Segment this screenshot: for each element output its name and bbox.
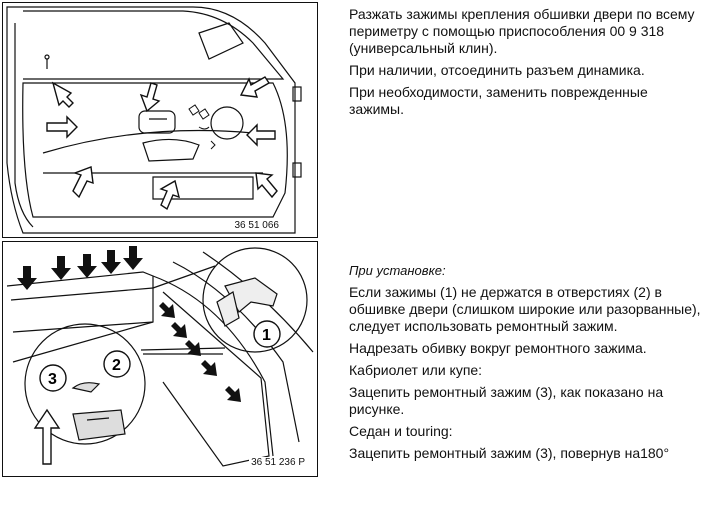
removal-instructions: Разжать зажимы крепления обшивки двери п… (349, 6, 701, 123)
release-arrow (139, 82, 161, 113)
instruction-step: Разжать зажимы крепления обшивки двери п… (349, 6, 695, 56)
instruction-step: Если зажимы (1) не держатся в отверстиях… (349, 284, 701, 334)
press-arrow (159, 302, 175, 318)
press-arrow (123, 246, 143, 270)
figure-code: 36 51 066 (232, 220, 281, 231)
door-trim-drawing (6, 6, 302, 234)
push-arrow (33, 408, 61, 465)
callout-3-label: 3 (48, 371, 57, 388)
instruction-step: При наличии, отсоединить разъем динамика… (349, 62, 645, 78)
clip-install-figure: 1 2 3 36 51 236 P (2, 241, 318, 477)
callout-2-circle (103, 350, 131, 378)
release-arrow (246, 123, 276, 147)
callout-3-circle (39, 364, 67, 392)
release-arrow (159, 179, 180, 211)
instruction-step: Седан и touring: (349, 423, 453, 439)
callout-1-circle (253, 320, 281, 348)
release-arrow (255, 172, 278, 199)
instruction-step: Кабриолет или купе: (349, 362, 483, 378)
callout-1-label: 1 (262, 327, 271, 344)
press-arrow (225, 386, 241, 402)
figure-code: 36 51 236 P (249, 457, 307, 468)
release-arrow (72, 166, 94, 199)
clip-install-drawing: 1 2 3 (6, 246, 314, 467)
press-arrow (185, 340, 201, 356)
instruction-step: Зацепить ремонтный зажим (3), как показа… (349, 384, 664, 417)
release-arrow (46, 115, 78, 139)
release-arrow (51, 81, 74, 108)
instruction-step: Надрезать обивку вокруг ремонтного зажим… (349, 340, 647, 356)
installation-instructions: При установке: Если зажимы (1) не держат… (349, 262, 701, 467)
door-trim-figure: 36 51 066 (2, 2, 318, 238)
press-arrow (201, 360, 217, 376)
section-heading: При установке: (349, 263, 446, 278)
instruction-step: При необходимости, заменить поврежденные… (349, 84, 648, 117)
press-arrow (17, 266, 37, 290)
press-arrow (77, 254, 97, 278)
release-arrow (239, 76, 270, 98)
press-arrow (101, 250, 121, 274)
press-arrow (51, 256, 71, 280)
press-arrow (171, 322, 187, 338)
callout-2-label: 2 (112, 357, 121, 374)
instruction-step: Зацепить ремонтный зажим (3), повернув н… (349, 445, 670, 461)
